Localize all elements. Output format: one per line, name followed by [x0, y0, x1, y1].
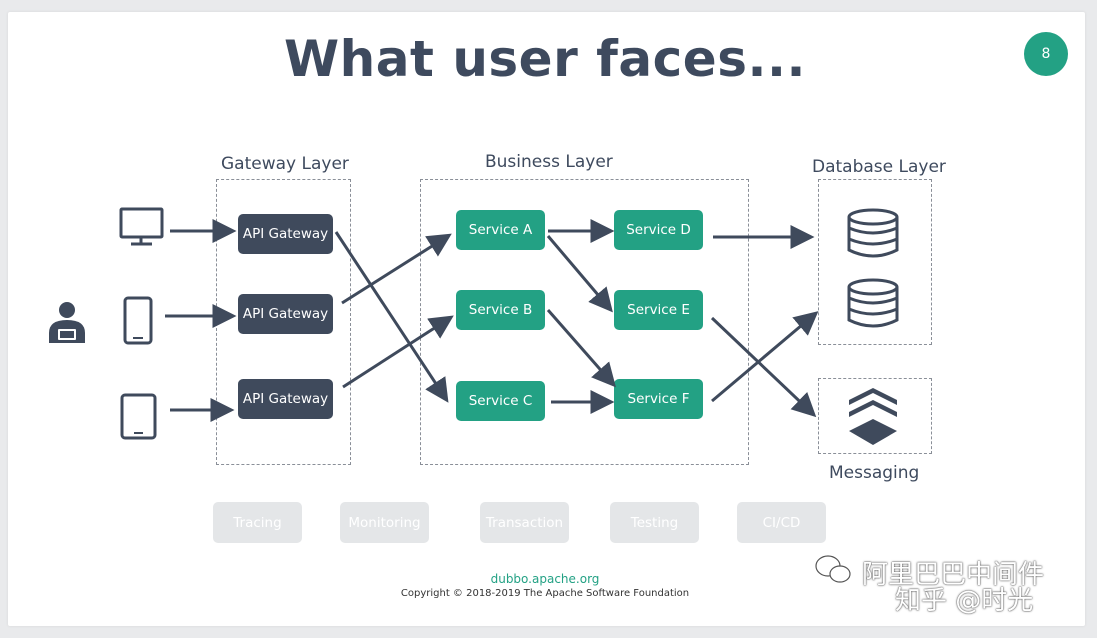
business-layer-box: [420, 179, 749, 465]
messaging-box: [818, 378, 932, 454]
tool-cicd[interactable]: CI/CD: [737, 502, 826, 543]
page-number-badge: 8: [1024, 32, 1068, 76]
watermark-line1: 阿里巴巴中间件: [862, 560, 1045, 590]
service-a[interactable]: Service A: [456, 210, 545, 250]
api-gateway-3[interactable]: API Gateway: [238, 379, 333, 419]
messaging-stack-icon: [849, 388, 897, 445]
tool-monitoring[interactable]: Monitoring: [340, 502, 429, 543]
monitor-icon: [119, 207, 164, 246]
phone-icon: [123, 296, 153, 345]
service-e[interactable]: Service E: [614, 290, 703, 330]
api-gateway-2[interactable]: API Gateway: [238, 294, 333, 334]
footer-url[interactable]: dubbo.apache.org: [490, 572, 600, 586]
api-gateway-1[interactable]: API Gateway: [238, 214, 333, 254]
database-layer-box: [818, 179, 932, 345]
service-b[interactable]: Service B: [456, 290, 545, 330]
service-c[interactable]: Service C: [456, 381, 545, 421]
database-icon-2: [847, 278, 899, 328]
wechat-icon: [815, 555, 851, 583]
gateway-layer-label: Gateway Layer: [221, 154, 349, 174]
tool-testing[interactable]: Testing: [610, 502, 699, 543]
slide-title: What user faces...: [284, 30, 806, 88]
business-layer-label: Business Layer: [485, 152, 613, 172]
footer-copyright: Copyright © 2018-2019 The Apache Softwar…: [400, 588, 690, 599]
tablet-icon: [120, 393, 157, 440]
messaging-label: Messaging: [829, 463, 920, 483]
service-d[interactable]: Service D: [614, 210, 703, 250]
user-laptop-icon: [49, 302, 85, 343]
tool-tracing[interactable]: Tracing: [213, 502, 302, 543]
watermark-line2: 知乎 @时光: [895, 586, 1034, 616]
database-icon-1: [847, 208, 899, 258]
arrows: [165, 219, 819, 422]
service-f[interactable]: Service F: [614, 379, 703, 419]
tool-transaction[interactable]: Transaction: [480, 502, 569, 543]
database-layer-label: Database Layer: [812, 157, 946, 177]
